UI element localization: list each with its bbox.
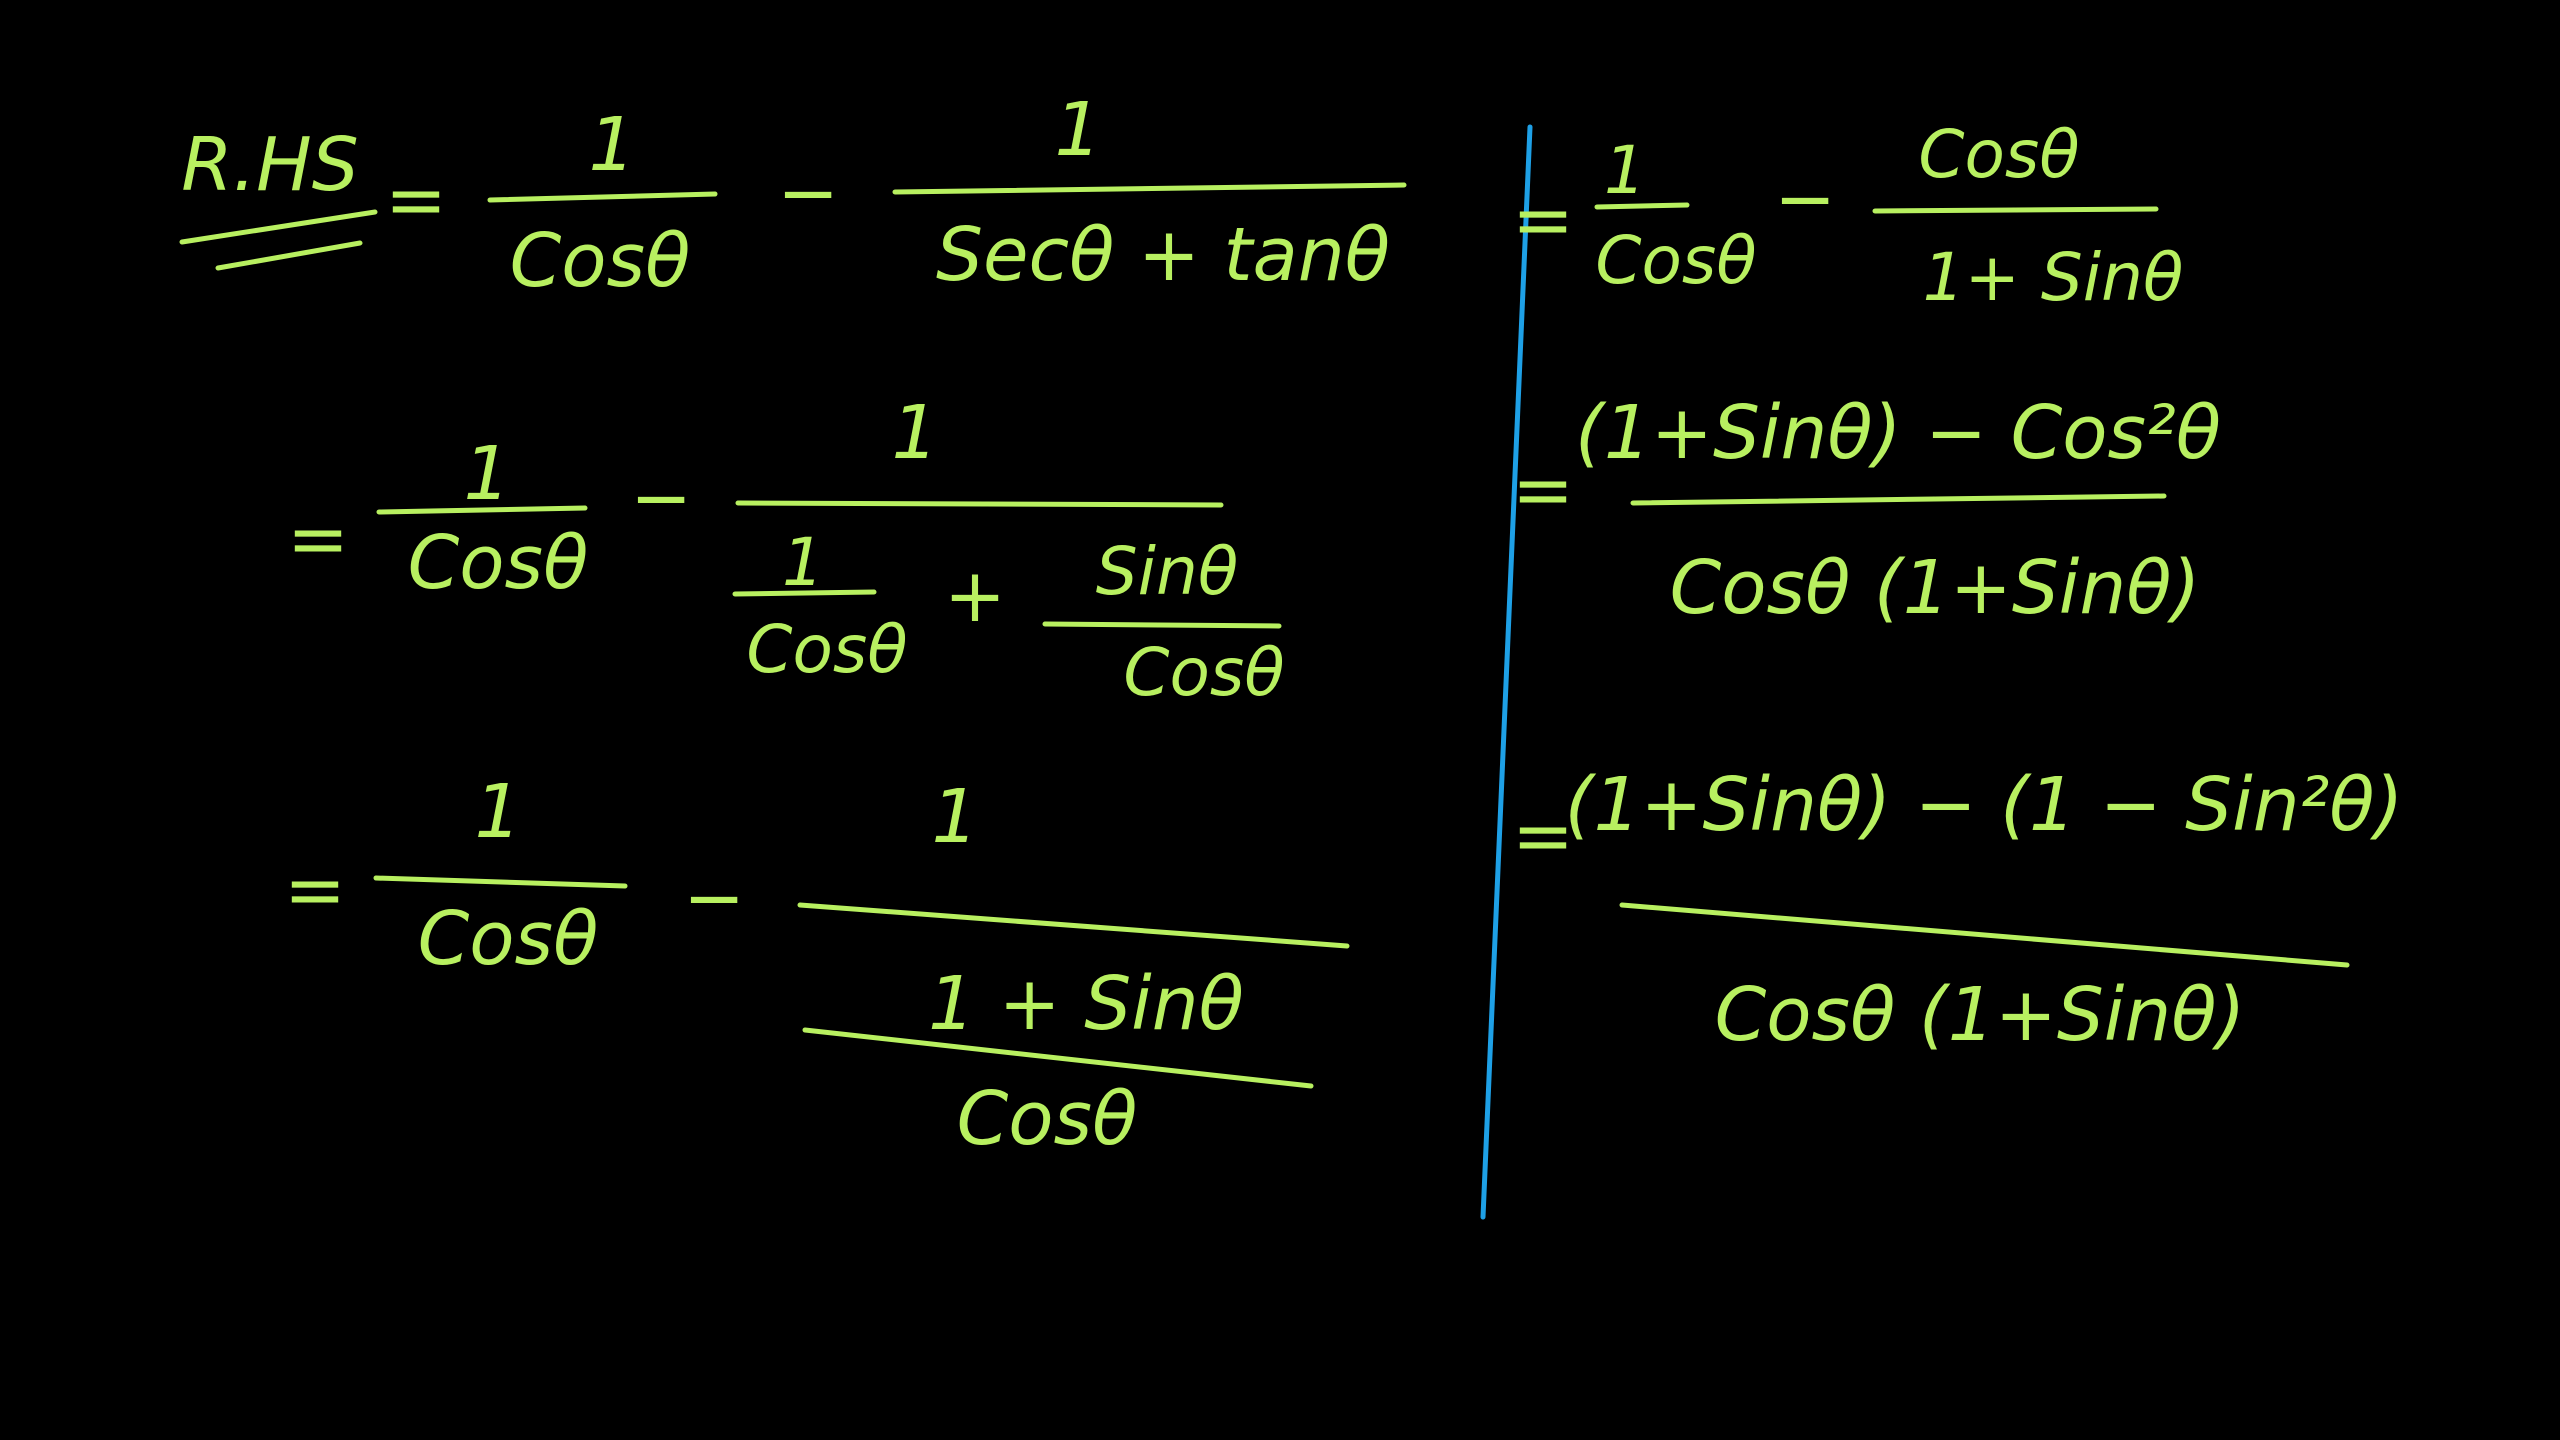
fraction-bar	[376, 505, 588, 515]
fraction-bar	[1630, 493, 2167, 506]
numerator: 1 + Sinθ	[928, 961, 1244, 1047]
numerator: 1	[782, 524, 824, 601]
denominator: 1+ Sinθ	[1922, 239, 2184, 316]
fraction-bar	[732, 589, 877, 597]
equals-sign: =	[384, 157, 448, 243]
numerator: (1+Sinθ) − Cos²θ	[1574, 390, 2222, 476]
numerator: 1	[931, 774, 979, 860]
equals-sign: =	[1511, 177, 1575, 263]
denominator: Cosθ (1+Sinθ)	[1669, 545, 2201, 631]
equals-sign: =	[283, 847, 347, 933]
denominator: Secθ + tanθ	[935, 212, 1391, 298]
label-underline	[179, 209, 378, 245]
numerator: 1	[474, 769, 522, 855]
minus-sign: −	[629, 455, 693, 541]
denominator: Cosθ	[956, 1076, 1138, 1162]
fraction-bar	[797, 902, 1350, 949]
minus-sign: −	[1773, 156, 1837, 242]
label-underline	[215, 240, 363, 271]
numerator: 1	[1054, 87, 1102, 173]
fraction-bar	[1042, 621, 1282, 629]
plus-sign: +	[943, 553, 1007, 639]
fraction-bar	[373, 875, 628, 889]
minus-sign: −	[682, 855, 746, 941]
numerator: 1	[1604, 132, 1646, 209]
denominator: Cosθ	[1595, 222, 1757, 299]
fraction-bar	[1872, 206, 2159, 214]
denominator: Cosθ (1+Sinθ)	[1714, 972, 2246, 1058]
fraction-bar	[802, 1027, 1314, 1089]
numerator: Cosθ	[1918, 116, 2080, 193]
numerator: 1	[463, 431, 511, 517]
fraction-bar	[1619, 902, 2350, 968]
equals-sign: =	[286, 496, 350, 582]
minus-sign: −	[776, 150, 840, 236]
fraction-bar	[892, 182, 1407, 195]
divider-line	[1480, 124, 1533, 1220]
numerator: Sinθ	[1095, 533, 1239, 610]
equals-sign: =	[1511, 447, 1575, 533]
fraction-bar	[487, 191, 718, 203]
denominator: Cosθ	[509, 218, 691, 304]
numerator: (1+Sinθ) − (1 − Sin²θ)	[1564, 762, 2404, 848]
fraction-bar	[735, 500, 1224, 508]
denominator: Cosθ	[1123, 634, 1285, 711]
denominator: Cosθ	[746, 611, 908, 688]
fraction-bar	[1594, 202, 1690, 210]
numerator: 1	[588, 102, 636, 188]
rhs-label: R.HS	[181, 122, 359, 208]
denominator: Cosθ	[417, 896, 599, 982]
denominator: Cosθ	[407, 520, 589, 606]
numerator: 1	[891, 390, 939, 476]
equals-sign: =	[1511, 793, 1575, 879]
